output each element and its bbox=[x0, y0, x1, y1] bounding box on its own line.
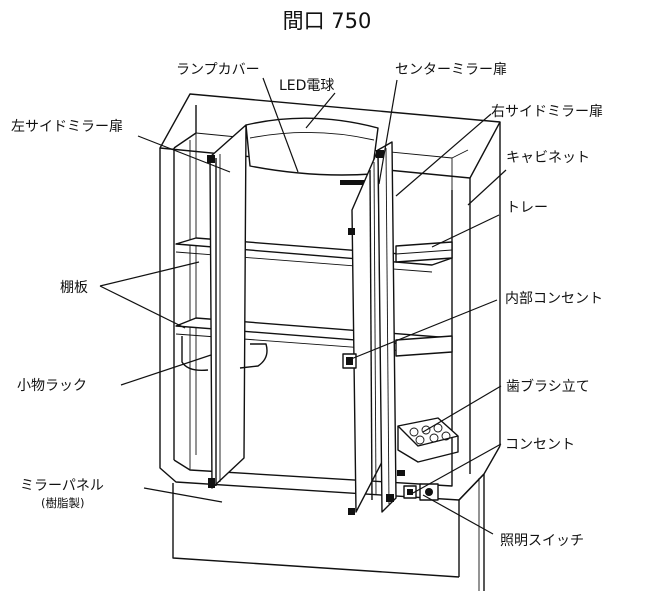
right-side-mirror-door bbox=[376, 141, 397, 513]
accessory-rack bbox=[181, 336, 268, 372]
outlet-and-switch bbox=[397, 470, 439, 501]
left-side-mirror-door-label: 左サイドミラー扉 bbox=[11, 119, 123, 135]
lamp-cover-label: ランプカバー bbox=[176, 62, 260, 78]
outlet-label: コンセント bbox=[505, 437, 575, 453]
led-bulb-label: LED電球 bbox=[279, 78, 334, 94]
internal-outlet-label: 内部コンセント bbox=[505, 291, 603, 307]
lamp-cover bbox=[245, 117, 379, 185]
mirror-panel-label: ミラーパネル bbox=[20, 478, 104, 494]
cabinet-label: キャビネット bbox=[506, 150, 590, 166]
toothbrush-stand-label: 歯ブラシ立て bbox=[506, 378, 590, 395]
toothbrush-stand bbox=[397, 417, 459, 463]
shelf-board-label: 棚板 bbox=[60, 280, 88, 296]
tray-label: トレー bbox=[506, 200, 548, 216]
internal-outlet-box bbox=[342, 353, 357, 369]
left-side-mirror-door bbox=[207, 124, 247, 489]
mirror-panel-material-label: (樹脂製) bbox=[41, 496, 84, 510]
center-mirror-door-label: センターミラー扉 bbox=[395, 62, 507, 78]
diagram-title: 間口 750 bbox=[283, 9, 372, 33]
light-switch-label: 照明スイッチ bbox=[500, 533, 584, 549]
accessory-rack-label: 小物ラック bbox=[17, 378, 87, 394]
center-mirror-door bbox=[348, 149, 383, 515]
leader-lines bbox=[99, 77, 507, 535]
right-side-mirror-door-label: 右サイドミラー扉 bbox=[491, 104, 603, 120]
